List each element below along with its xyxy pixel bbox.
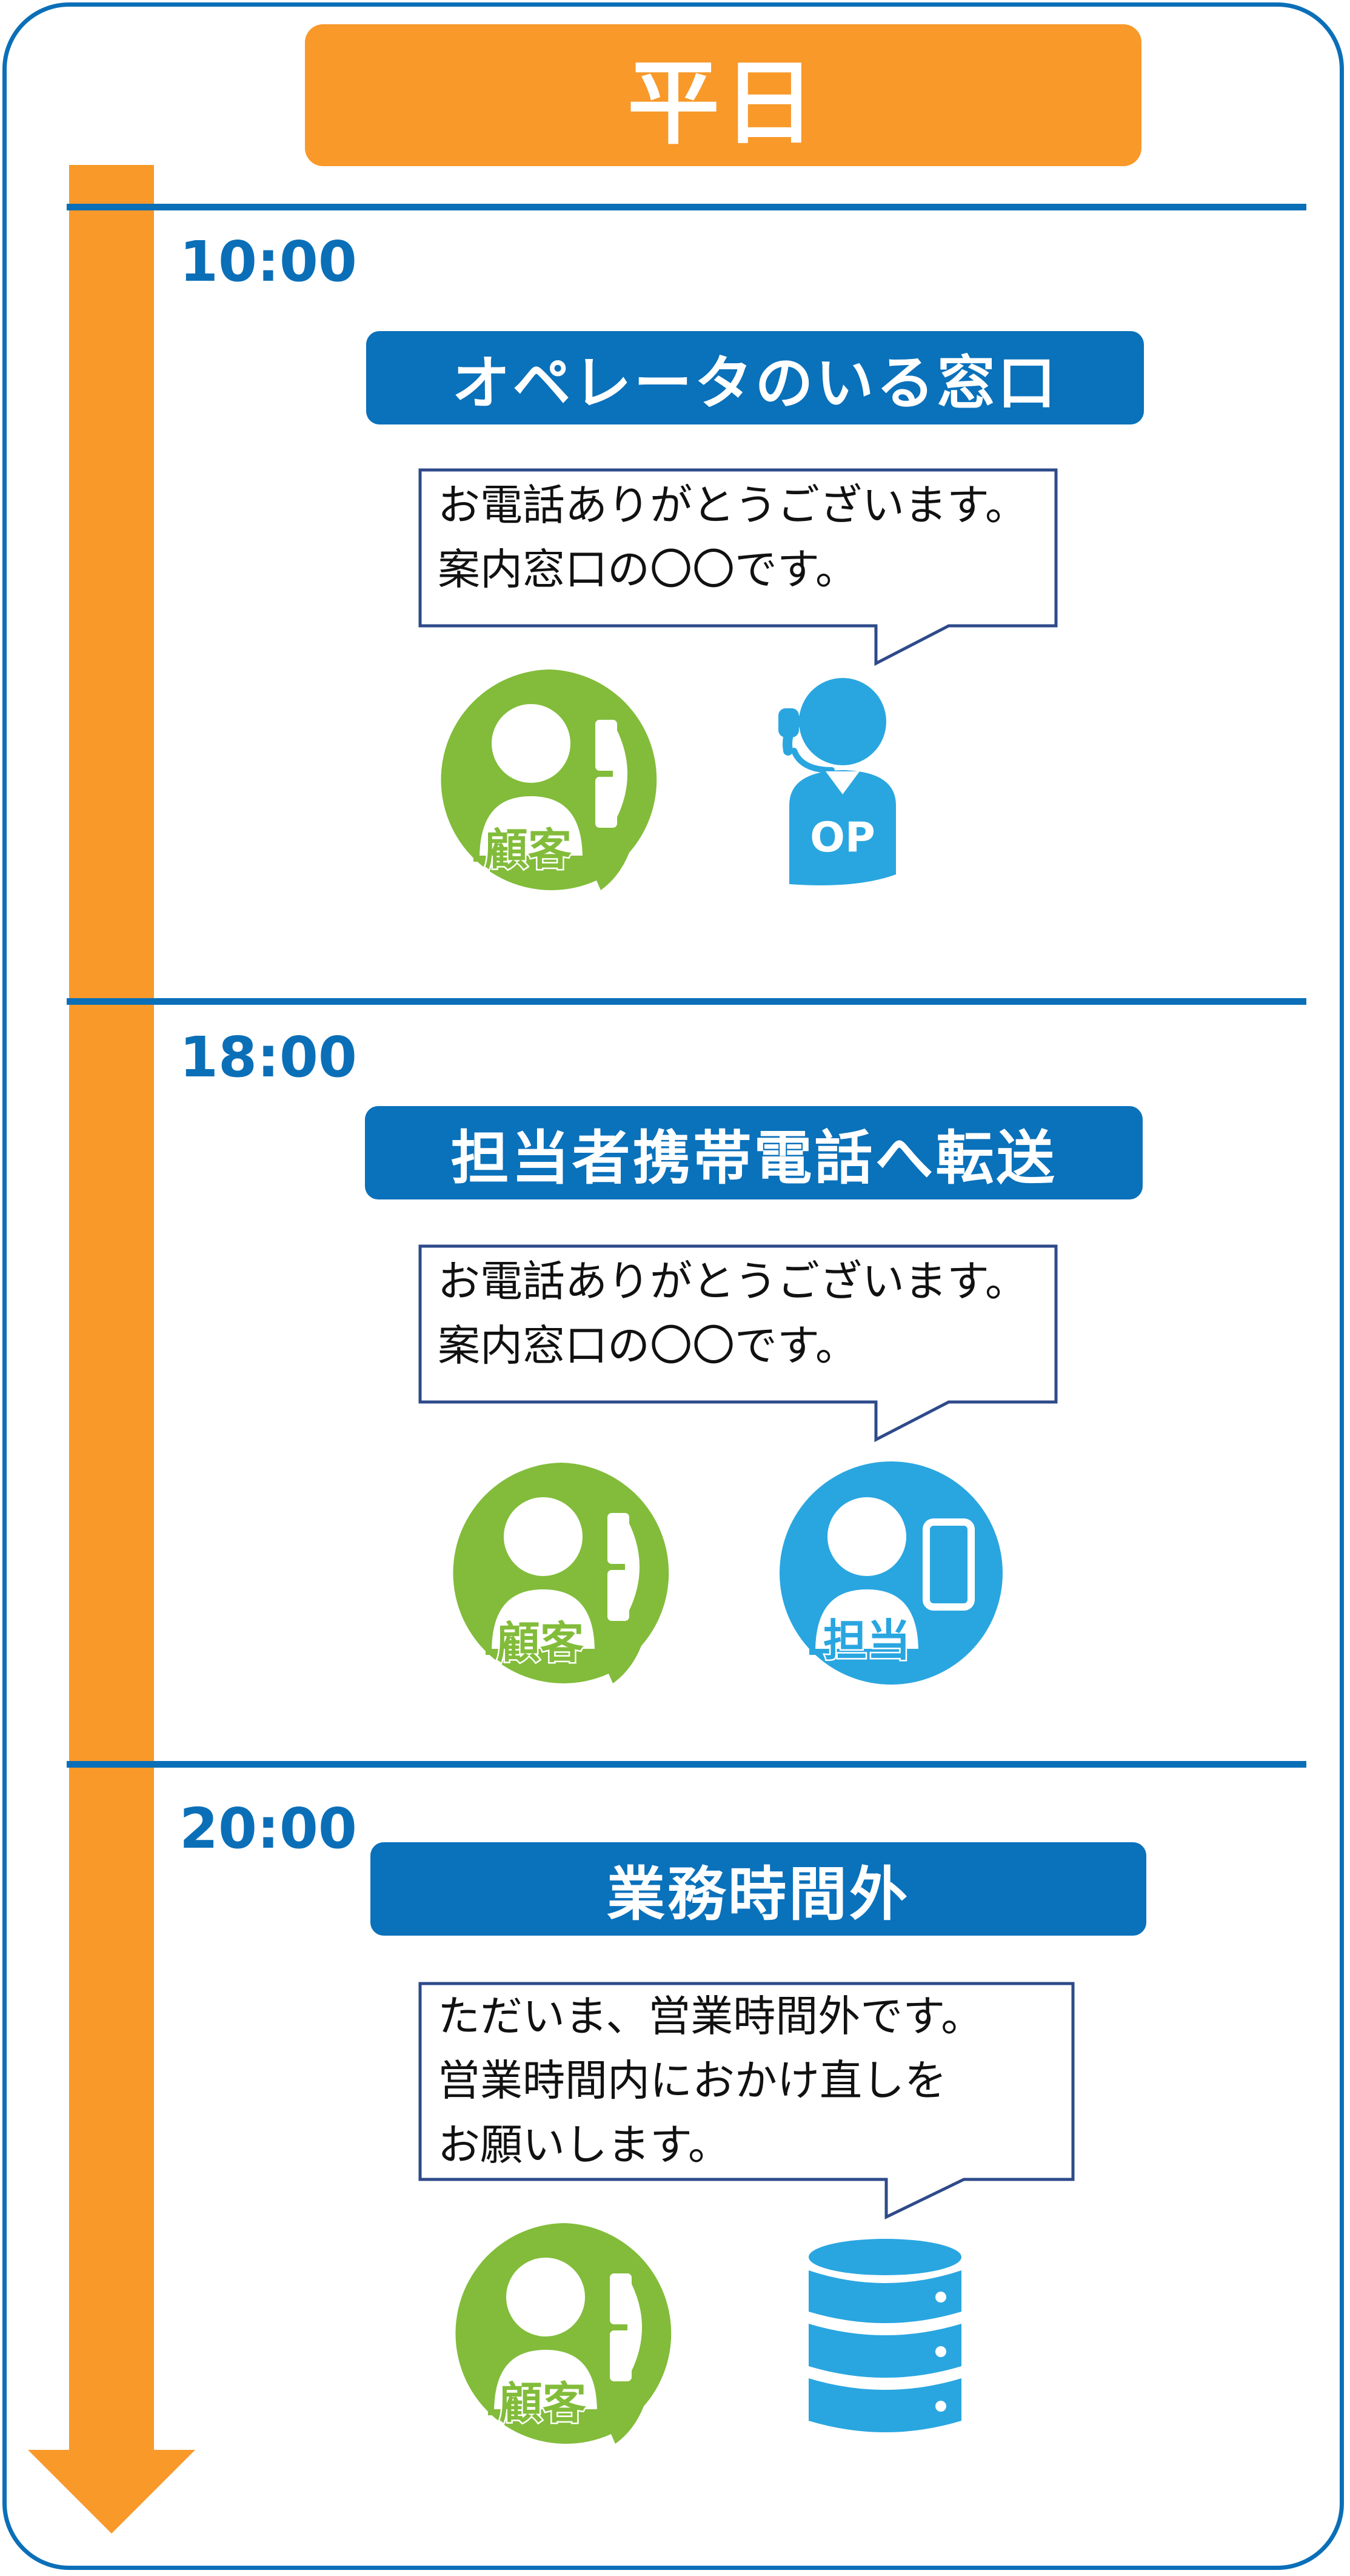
timeline-bar: [69, 165, 154, 2451]
section-divider: [67, 204, 1306, 210]
staff-label: 担当: [823, 1615, 911, 1666]
section-banner: オペレータのいる窓口: [366, 331, 1144, 424]
speech-bubble: [418, 468, 1058, 666]
operator-headset-icon: OP: [778, 678, 896, 885]
time-label: 20:00: [179, 1796, 357, 1861]
section-banner: 業務時間外: [370, 1842, 1146, 1936]
time-label: 10:00: [179, 229, 357, 294]
database-server-icon: [809, 2239, 961, 2432]
section-banner: 担当者携帯電話へ転送: [365, 1106, 1143, 1199]
customer-label: 顧客: [484, 824, 572, 875]
speech-bubble: [418, 1244, 1058, 1443]
section-divider: [67, 1761, 1306, 1768]
speech-text: お電話ありがとうございます。 案内窓口の〇〇です。: [438, 1256, 1028, 1370]
speech-text: ただいま、営業時間外です。 営業時間内におかけ直しを お願いします。: [438, 1991, 984, 2170]
operator-label: OP: [810, 814, 875, 862]
timeline-arrowhead: [28, 2450, 195, 2534]
customer-phone-icon: 顧客: [455, 2223, 672, 2444]
staff-mobile-phone-icon: 担当: [780, 1461, 1003, 1685]
time-label: 18:00: [179, 1025, 357, 1090]
customer-phone-icon: 顧客: [441, 669, 657, 890]
customer-label: 顧客: [499, 2378, 586, 2429]
customer-phone-icon: 顧客: [453, 1463, 669, 1683]
speech-text: お電話ありがとうございます。 案内窓口の〇〇です。: [438, 480, 1028, 594]
customer-label: 顧客: [496, 1617, 584, 1668]
page-title: 平日: [305, 24, 1141, 166]
speech-bubble: [418, 1982, 1075, 2219]
section-divider: [67, 998, 1306, 1005]
